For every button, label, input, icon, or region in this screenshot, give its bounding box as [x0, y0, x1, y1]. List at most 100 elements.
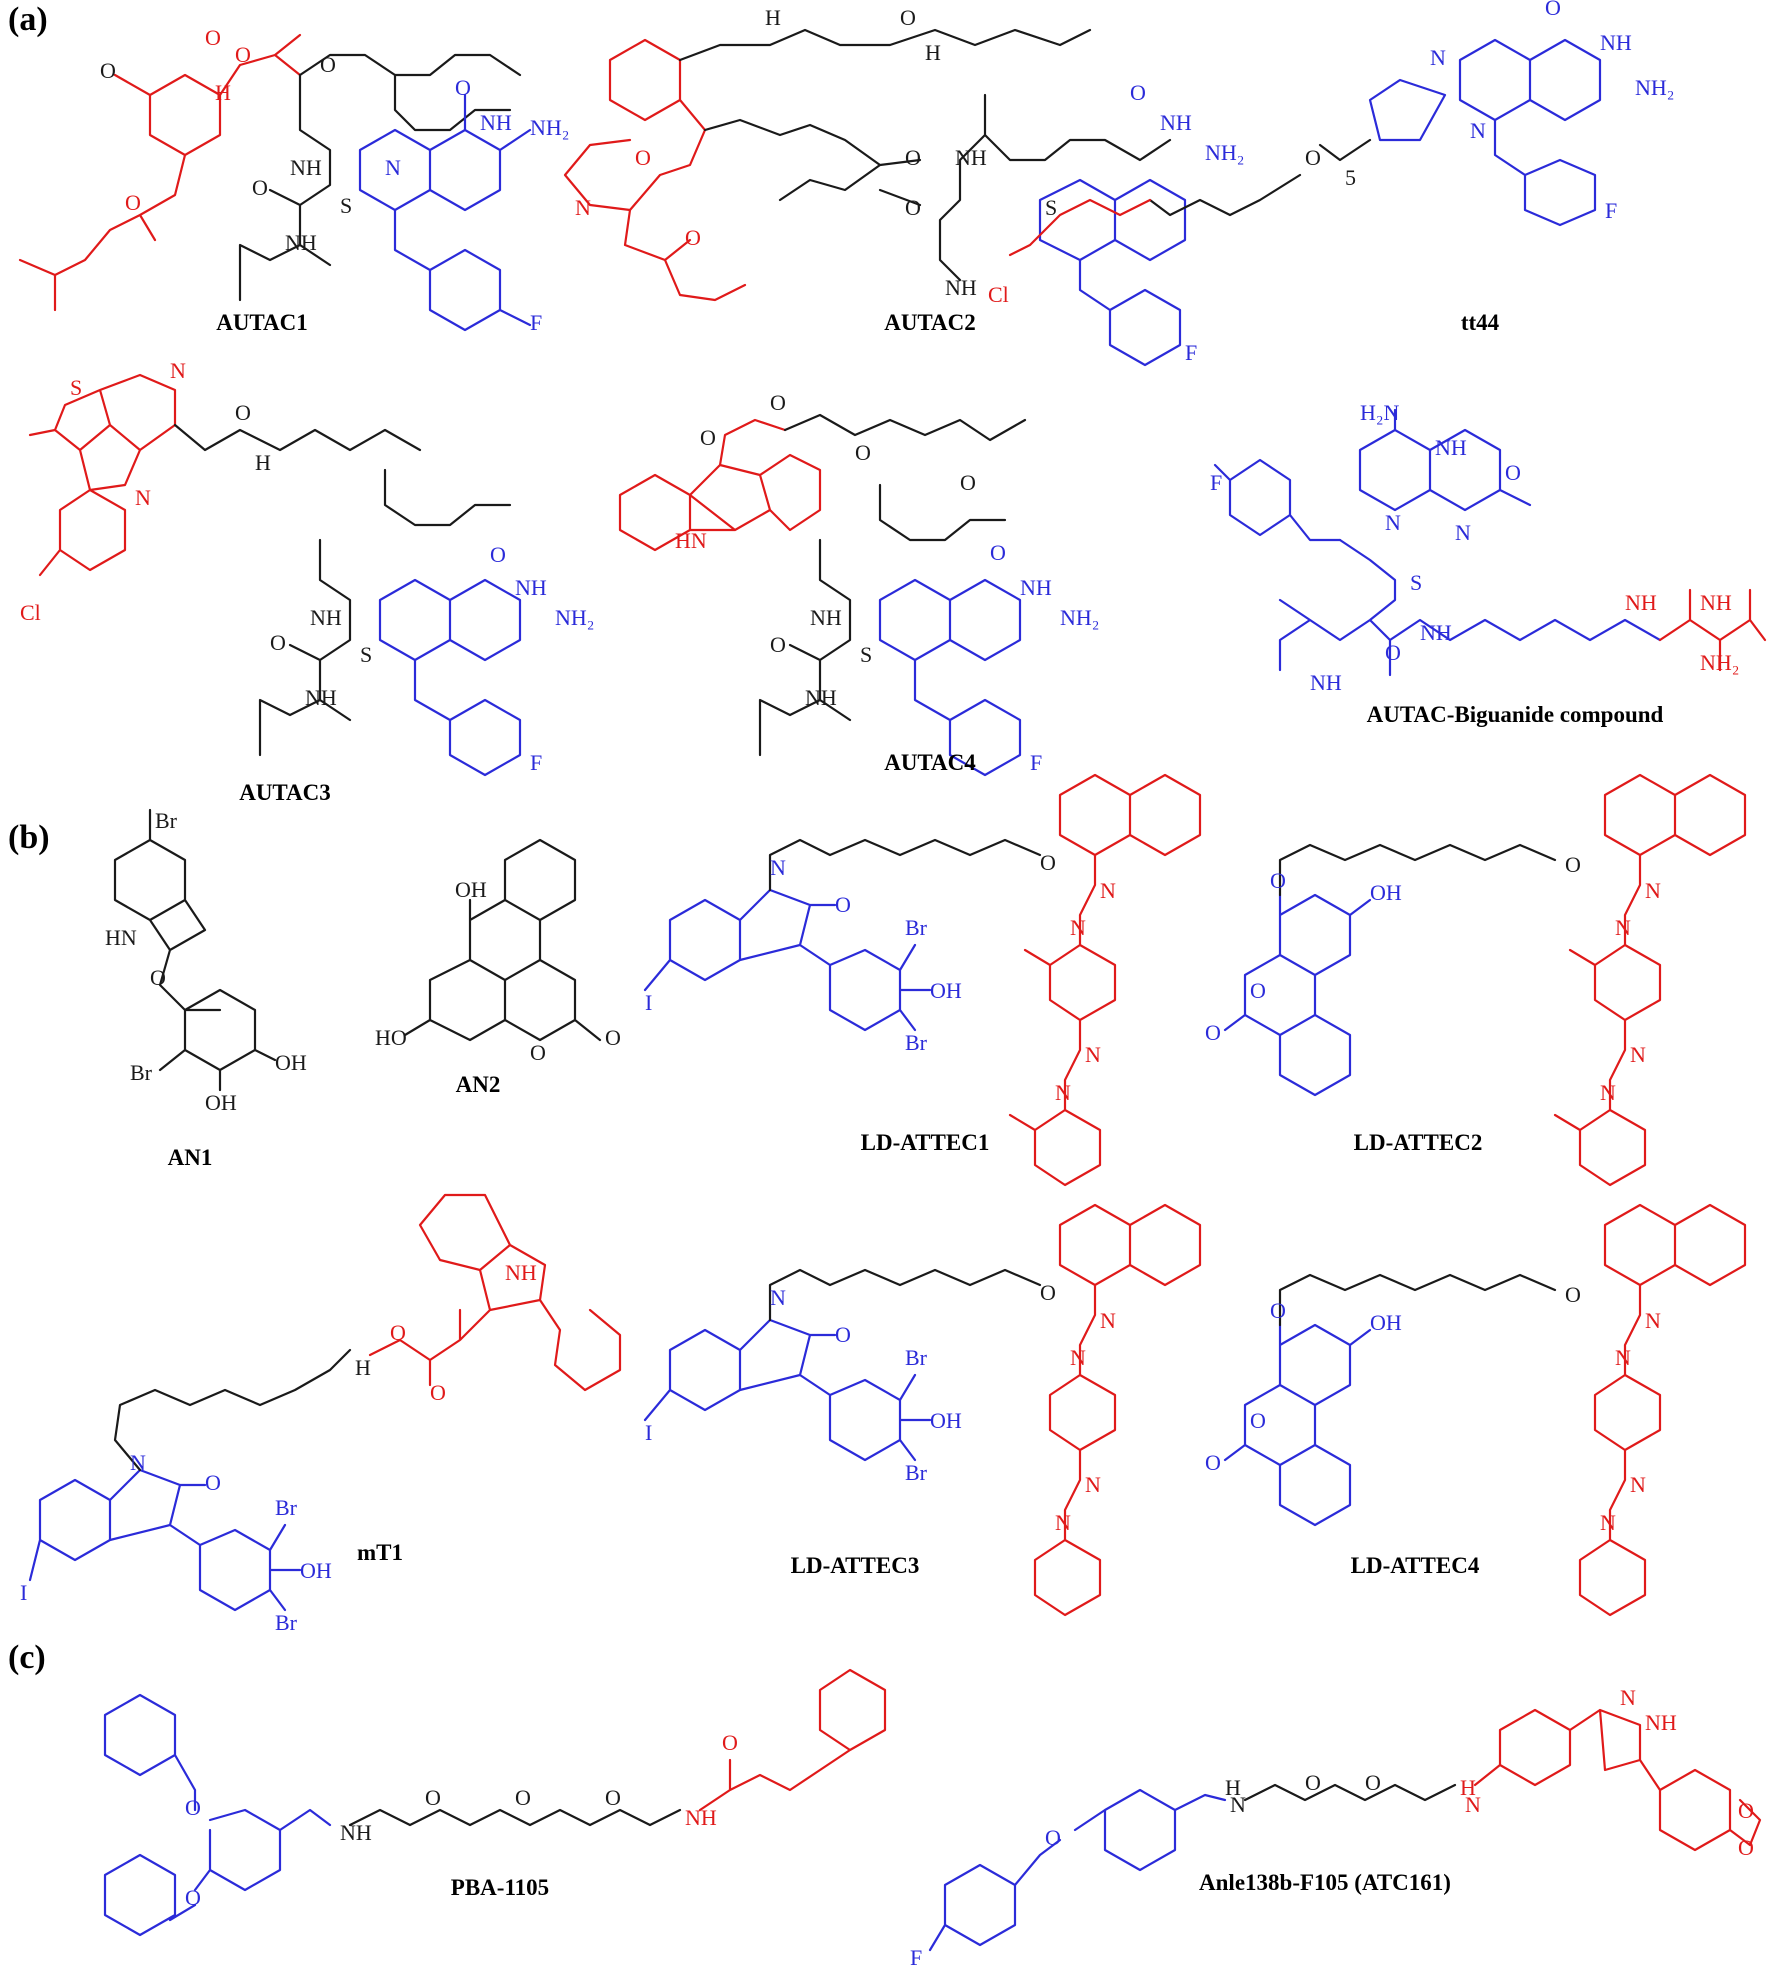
atom-n: N: [1100, 878, 1116, 903]
atom-o: O: [1365, 1770, 1381, 1795]
atom-o: O: [100, 58, 116, 83]
atom-nh2: NH₂: [1205, 140, 1244, 165]
atom-br: Br: [130, 1060, 153, 1085]
atom-s: S: [860, 642, 872, 667]
atom-oh: OH: [930, 978, 962, 1003]
atom-o: O: [530, 1040, 546, 1065]
atom-o: O: [635, 145, 651, 170]
atom-nh2: NH₂: [1635, 75, 1674, 100]
caption-ld-attec2: LD-ATTEC2: [1354, 1130, 1483, 1155]
atom-s: S: [1045, 195, 1057, 220]
panel-label-b: (b): [8, 819, 50, 856]
atom-o: O: [1738, 1798, 1754, 1823]
molecule-anle138b-f105: O F H N O O H N N NH O O Anle138b-F105 (…: [910, 1685, 1762, 1965]
atom-hn: HN: [675, 528, 707, 553]
atom-o: O: [1045, 1825, 1061, 1850]
atom-s: S: [360, 642, 372, 667]
atom-o: O: [1565, 1282, 1581, 1307]
molecule-ld-attec4: O OH O O O N N N N LD-ATTEC4: [1205, 1203, 1747, 1617]
atom-o: O: [1565, 852, 1581, 877]
atom-nh: NH: [1420, 620, 1452, 645]
caption-ld-attec4: LD-ATTEC4: [1351, 1553, 1480, 1578]
atom-n: N: [1645, 1308, 1661, 1333]
atom-o: O: [1205, 1020, 1221, 1045]
atom-o: O: [425, 1785, 441, 1810]
atom-oh: OH: [1370, 1310, 1402, 1335]
atom-br: Br: [905, 1030, 928, 1055]
atom-o: O: [905, 145, 921, 170]
atom-n: N: [770, 855, 786, 880]
atom-nh: NH: [810, 605, 842, 630]
atom-cl: Cl: [20, 600, 41, 625]
atom-five: 5: [1345, 165, 1356, 190]
atom-n: N: [1620, 1685, 1636, 1710]
atom-oh: OH: [205, 1090, 237, 1115]
atom-n: N: [1070, 1345, 1086, 1370]
atom-n: N: [385, 155, 401, 180]
atom-nh: H: [215, 80, 231, 105]
atom-f: F: [910, 1945, 922, 1965]
atom-br: Br: [275, 1610, 298, 1635]
atom-hn: HN: [105, 925, 137, 950]
caption-an2: AN2: [456, 1072, 501, 1097]
atom-n: N: [1430, 45, 1446, 70]
atom-o: O: [605, 1785, 621, 1810]
atom-f: F: [1605, 198, 1617, 223]
molecule-autac-biguanide: H₂N NH O F N N S NH O NH NH NH NH₂ AUTAC…: [1210, 400, 1767, 727]
caption-autac3: AUTAC3: [239, 780, 331, 805]
atom-o: O: [430, 1380, 446, 1405]
atom-h2n: H₂N: [1360, 400, 1400, 425]
atom-o: O: [770, 390, 786, 415]
atom-br: Br: [155, 808, 178, 833]
atom-nh: NH: [1310, 670, 1342, 695]
atom-oh: OH: [1370, 880, 1402, 905]
caption-mt1: mT1: [357, 1540, 403, 1565]
atom-o: O: [1250, 978, 1266, 1003]
atom-n: N: [575, 195, 591, 220]
atom-oh: OH: [455, 877, 487, 902]
atom-n: N: [1470, 118, 1486, 143]
atom-n: N: [1085, 1042, 1101, 1067]
caption-ld-attec1: LD-ATTEC1: [861, 1130, 990, 1155]
atom-nh: H: [925, 40, 941, 65]
atom-i: I: [645, 990, 652, 1015]
atom-cl: Cl: [988, 282, 1009, 307]
atom-o: O: [490, 542, 506, 567]
atom-o: O: [150, 965, 166, 990]
caption-autac4: AUTAC4: [884, 750, 976, 775]
atom-o: O: [1250, 1408, 1266, 1433]
atom-o: O: [455, 75, 471, 100]
atom-br: Br: [275, 1495, 298, 1520]
atom-n: N: [130, 1450, 146, 1475]
atom-o: O: [700, 425, 716, 450]
atom-nh: NH: [1645, 1710, 1677, 1735]
panel-label-c: (c): [8, 1639, 46, 1676]
atom-n: N: [170, 358, 186, 383]
atom-o: O: [1270, 868, 1286, 893]
atom-nh: NH: [480, 110, 512, 135]
atom-o: O: [960, 470, 976, 495]
atom-br: Br: [905, 1460, 928, 1485]
caption-autac1: AUTAC1: [216, 310, 308, 335]
atom-nh: NH: [805, 685, 837, 710]
atom-n: N: [1630, 1472, 1646, 1497]
molecule-tt44: N O NH NH₂ N F O 5 Cl tt44: [988, 0, 1674, 335]
atom-o: O: [205, 25, 221, 50]
atom-o: O: [515, 1785, 531, 1810]
atom-nh2: NH₂: [1700, 650, 1739, 675]
molecule-an1: Br HN O Br OH OH AN1: [105, 808, 307, 1170]
atom-n: N: [770, 1285, 786, 1310]
atom-s: S: [70, 375, 82, 400]
atom-br: Br: [905, 1345, 928, 1370]
molecule-autac1: O O H O O O NH O NH S N O NH NH₂ F AUTAC…: [18, 25, 569, 335]
atom-o: O: [722, 1730, 738, 1755]
atom-nh2: NH₂: [555, 605, 594, 630]
atom-i: I: [645, 1420, 652, 1445]
atom-n: N: [1645, 878, 1661, 903]
atom-nh: NH: [1160, 110, 1192, 135]
atom-h: H: [355, 1355, 371, 1380]
atom-o: O: [1738, 1835, 1754, 1860]
atom-nh: NH: [505, 1260, 537, 1285]
atom-o: O: [835, 1322, 851, 1347]
atom-o: O: [185, 1885, 201, 1910]
